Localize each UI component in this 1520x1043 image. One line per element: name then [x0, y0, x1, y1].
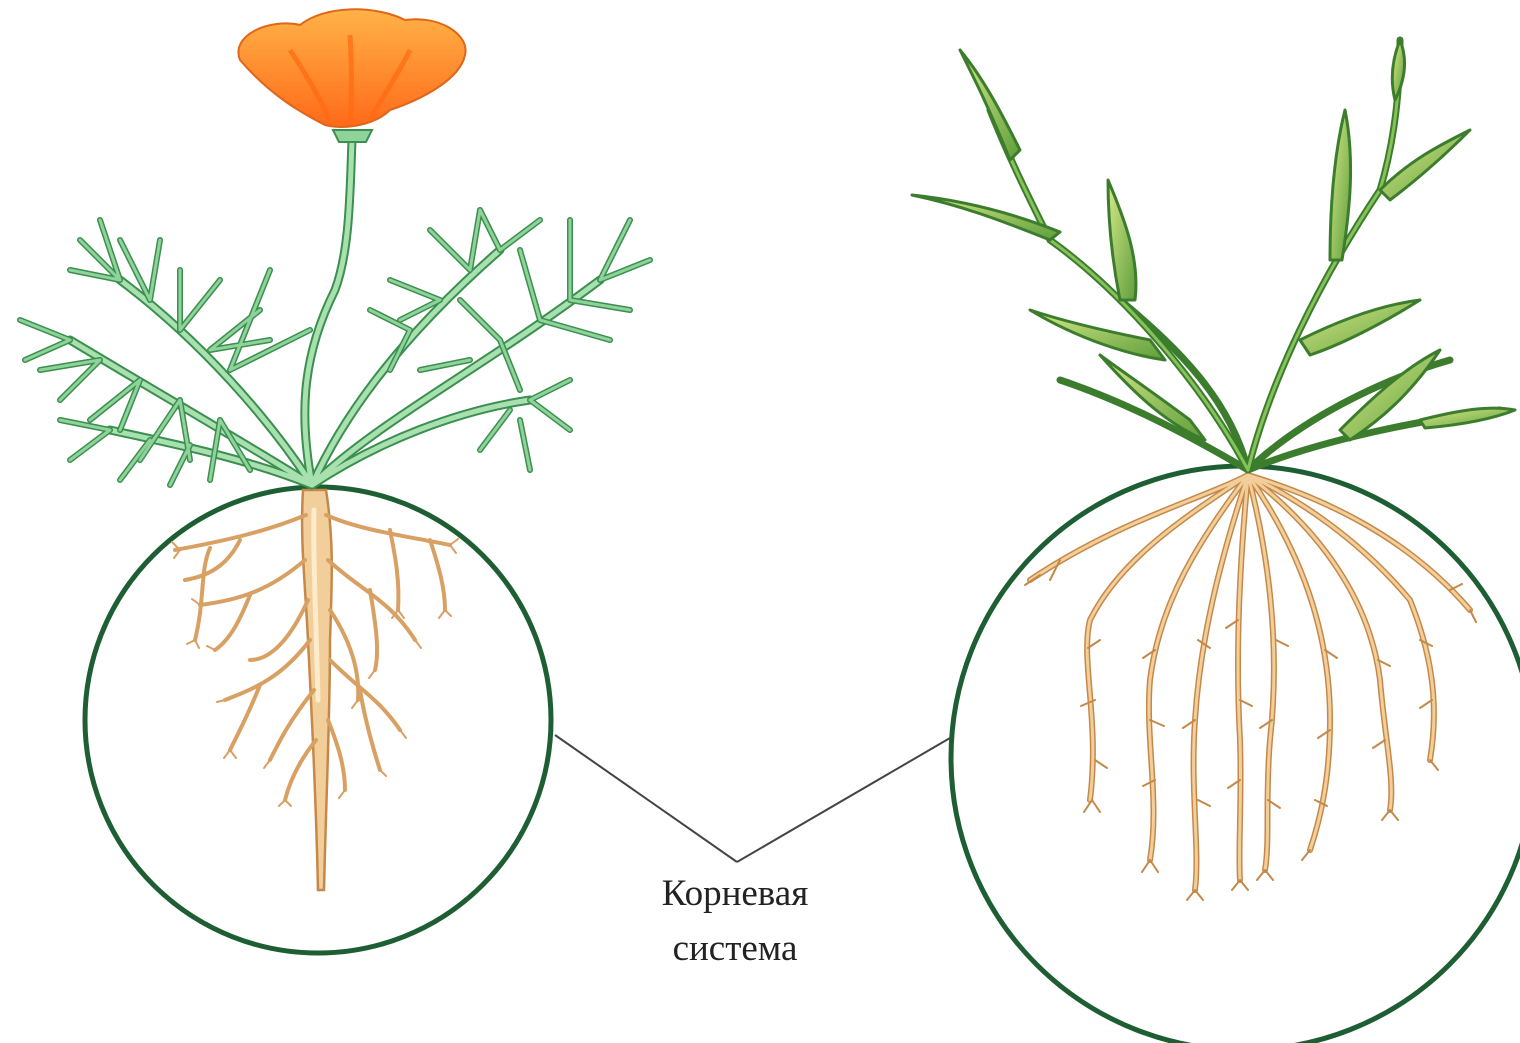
- caption-line-1: Корневая: [600, 870, 870, 918]
- leader-line-left: [555, 735, 737, 862]
- leader-line-right: [737, 738, 950, 862]
- fibrous-roots: [1030, 475, 1470, 890]
- fibrous-roots-inner: [1030, 475, 1470, 890]
- grass-stems: [990, 40, 1500, 470]
- poppy-taproot-icon: [20, 9, 650, 953]
- grass-blades: [912, 40, 1515, 440]
- taproot: [172, 490, 458, 890]
- poppy-flower-icon: [238, 9, 465, 142]
- caption-line-2: система: [600, 925, 870, 973]
- grass-fibrous-root-icon: [912, 40, 1520, 1043]
- right-root-circle: [951, 466, 1520, 1043]
- leader-lines: [555, 735, 950, 862]
